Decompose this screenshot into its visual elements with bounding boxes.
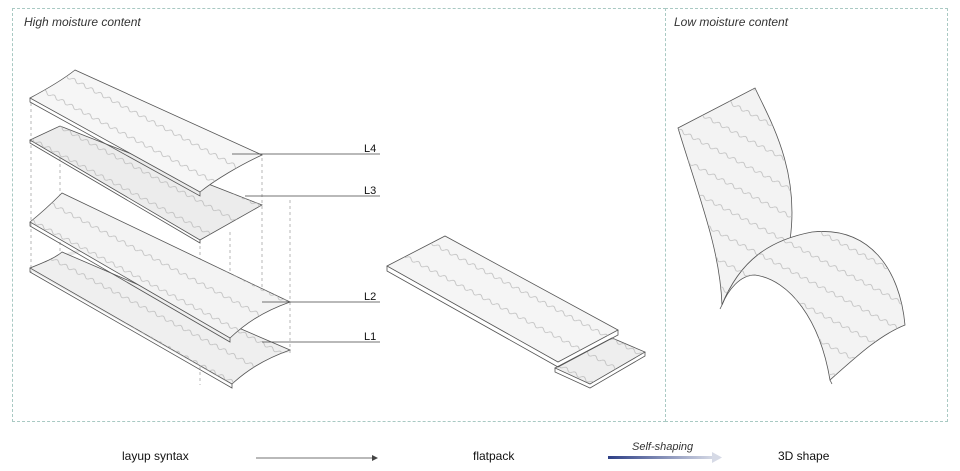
layer-l2-sheet — [29, 192, 292, 343]
layer-label-l2: L2 — [364, 291, 376, 303]
self-shaping-arrow — [608, 452, 722, 463]
self-shaping-label: Self-shaping — [632, 441, 694, 453]
low-moisture-title: Low moisture content — [674, 15, 789, 29]
step-layup-syntax: layup syntax — [122, 449, 189, 463]
step-flatpack: flatpack — [473, 449, 515, 463]
high-moisture-panel — [12, 8, 666, 422]
flatpack-sheet — [386, 235, 646, 389]
layer-label-l1: L1 — [364, 331, 376, 343]
layer-l4-sheet — [29, 69, 263, 197]
layer-label-l4: L4 — [364, 143, 376, 155]
layer-label-l3: L3 — [364, 185, 376, 197]
layer-l3-sheet — [29, 125, 263, 244]
shaped-sheet-3d — [677, 87, 906, 385]
step-3d-shape: 3D shape — [778, 449, 830, 463]
layer-leader-lines — [232, 153, 380, 343]
layup-to-flatpack-arrow — [256, 455, 378, 461]
low-moisture-panel — [665, 8, 948, 422]
layer-l1-sheet — [29, 247, 292, 389]
high-moisture-title: High moisture content — [24, 15, 141, 29]
